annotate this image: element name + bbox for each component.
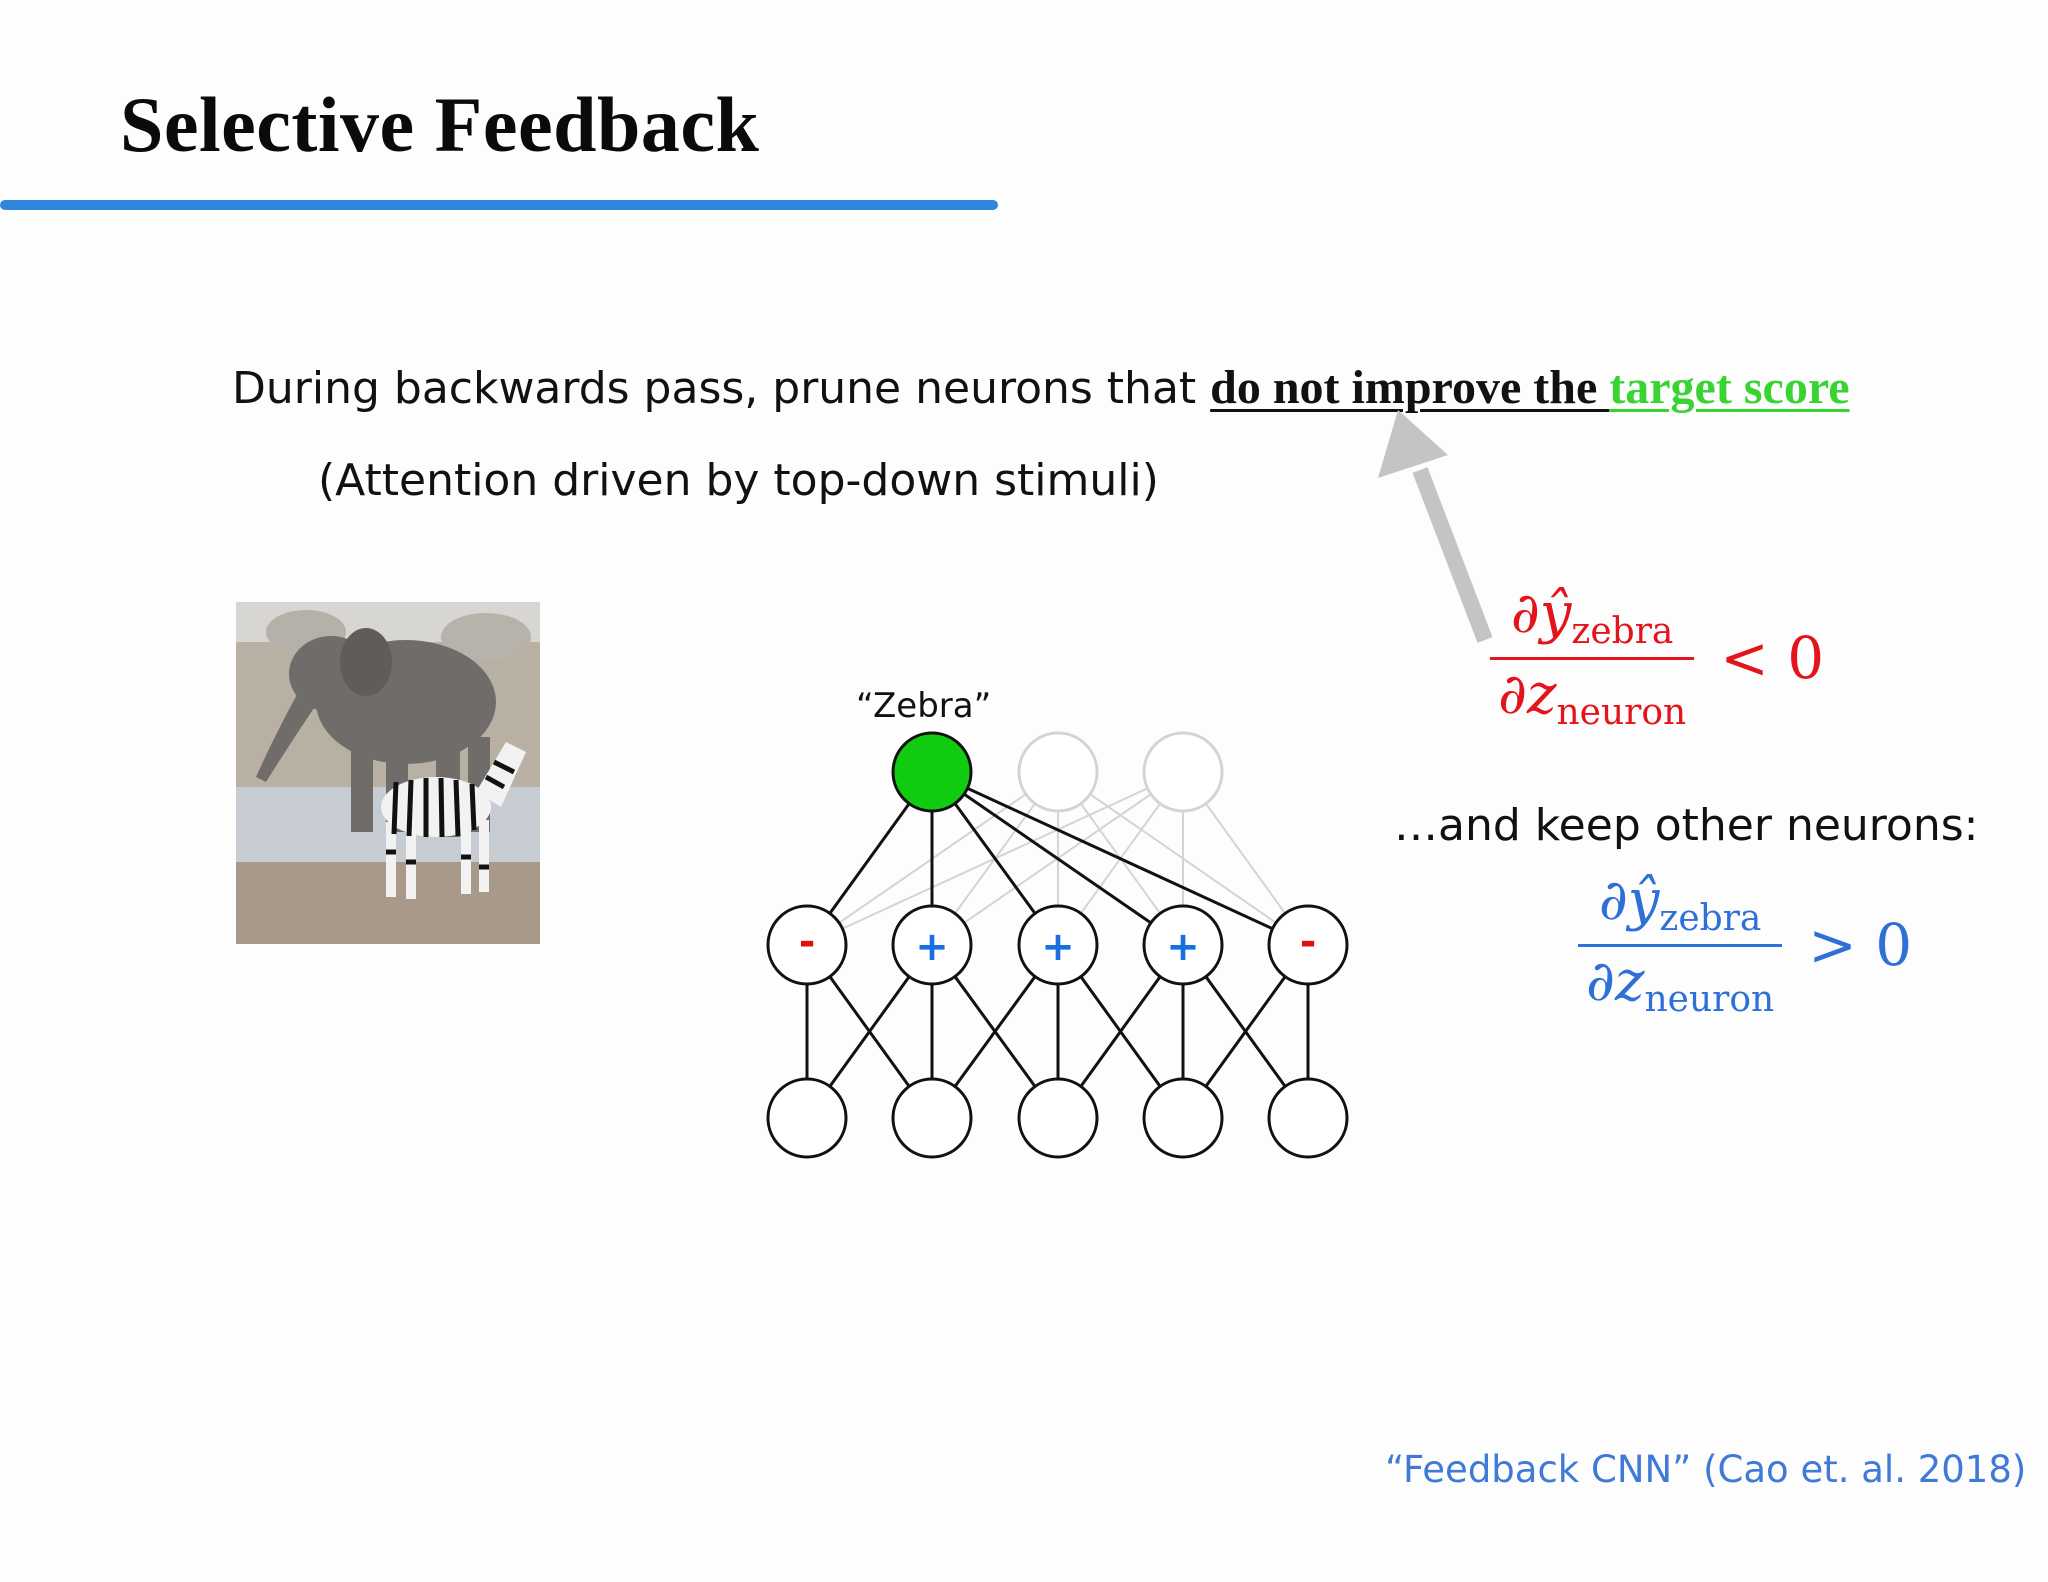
output-label: “Zebra” (856, 686, 992, 726)
grey-arrow-icon (1378, 410, 1493, 643)
statement-prefix: During backwards pass, prune neurons tha… (232, 363, 1211, 414)
network-diagram: - + + + - (766, 731, 1349, 1159)
keep-neurons-text: …and keep other neurons: (1394, 800, 1979, 851)
hidden-neuron-5 (1267, 904, 1349, 986)
citation: “Feedback CNN” (Cao et. al. 2018) (1385, 1448, 2027, 1491)
hidden-neuron-3 (1017, 904, 1099, 986)
hidden-sign-5: - (1300, 919, 1317, 965)
input-neuron-1 (766, 1077, 848, 1159)
hidden-neuron-4 (1142, 904, 1224, 986)
input-neuron-5 (1267, 1077, 1349, 1159)
input-neuron-4 (1142, 1077, 1224, 1159)
statement-target-score: target score (1609, 361, 1850, 414)
attention-note: (Attention driven by top-down stimuli) (318, 455, 1159, 506)
negative-gradient-formula: ∂ŷzebra ∂zneuron < 0 (1490, 581, 1825, 733)
formula-red-numerator: ∂ŷzebra (1510, 581, 1674, 652)
hidden-neuron-1 (766, 904, 848, 986)
title-underline (0, 200, 998, 210)
slide-title: Selective Feedback (120, 81, 760, 168)
zebra-output-neuron (891, 731, 973, 813)
main-statement: During backwards pass, prune neurons tha… (232, 360, 1850, 415)
input-neuron-3 (1017, 1077, 1099, 1159)
formula-blue-denominator: ∂zneuron (1586, 948, 1775, 1020)
elephant-zebra-photo (236, 602, 540, 944)
formula-red-denominator: ∂zneuron (1498, 661, 1687, 733)
positive-gradient-formula: ∂ŷzebra ∂zneuron > 0 (1578, 868, 1913, 1020)
hidden-sign-4: + (1166, 924, 1200, 970)
output-neuron-faded-1 (1017, 731, 1099, 813)
formula-red-relation: < 0 (1720, 624, 1825, 693)
input-neuron-2 (891, 1077, 973, 1159)
hidden-sign-2: + (915, 924, 949, 970)
formula-blue-numerator: ∂ŷzebra (1598, 868, 1762, 939)
photo-illustration (236, 602, 540, 944)
hidden-sign-3: + (1041, 924, 1075, 970)
hidden-sign-1: - (799, 919, 816, 965)
output-neuron-faded-2 (1142, 731, 1224, 813)
statement-emphasis: do not improve the (1210, 361, 1610, 414)
hidden-neuron-2 (891, 904, 973, 986)
formula-blue-relation: > 0 (1808, 911, 1913, 980)
